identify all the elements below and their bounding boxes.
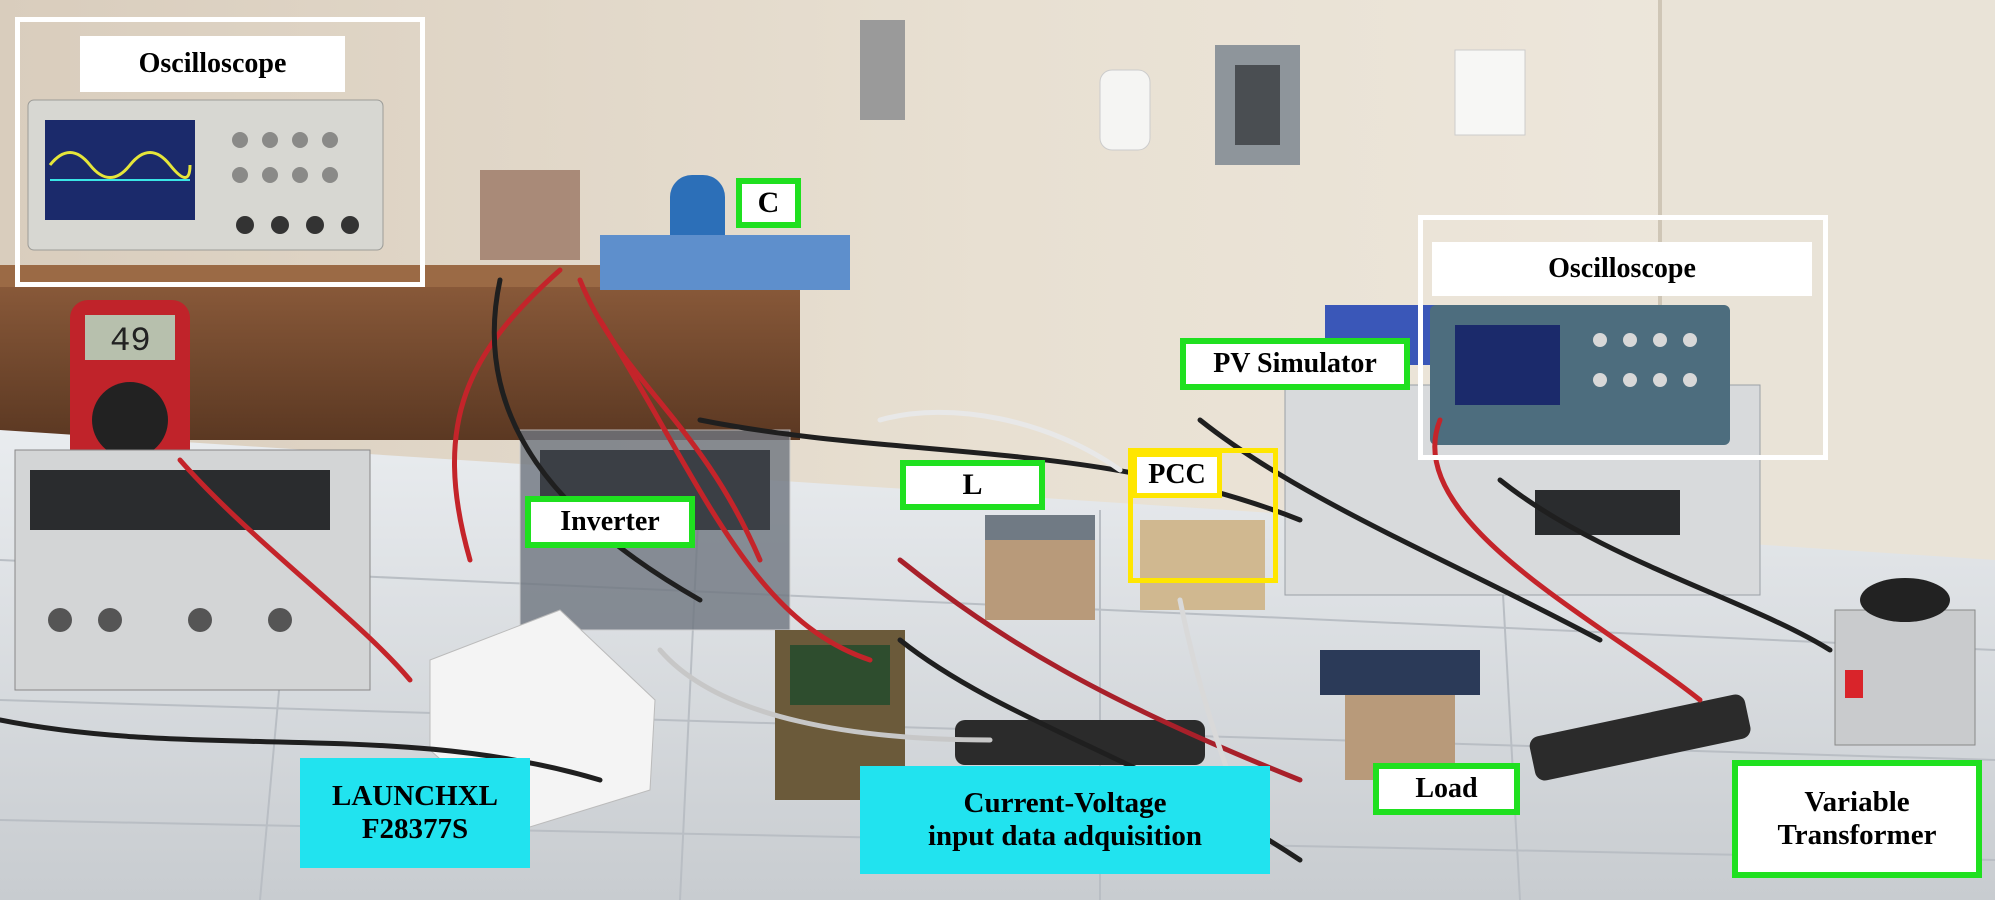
oscilloscope-right-frame: [1418, 215, 1828, 460]
label-launchxl: LAUNCHXL F28377S: [300, 758, 530, 868]
label-pcc: PCC: [1132, 452, 1222, 498]
label-inductor: L: [900, 460, 1045, 510]
svg-text:49: 49: [110, 323, 151, 361]
label-capacitor: C: [736, 178, 801, 228]
label-oscilloscope-left: Oscilloscope: [80, 36, 345, 92]
label-inverter: Inverter: [525, 496, 695, 548]
pcc-frame: [1128, 448, 1278, 583]
label-current-voltage: Current-Voltage input data adquisition: [860, 766, 1270, 874]
label-load: Load: [1373, 763, 1520, 815]
label-variable-transformer: Variable Transformer: [1732, 760, 1982, 878]
label-oscilloscope-right: Oscilloscope: [1432, 242, 1812, 296]
oscilloscope-left-frame: [15, 17, 425, 287]
label-pv-simulator: PV Simulator: [1180, 338, 1410, 390]
